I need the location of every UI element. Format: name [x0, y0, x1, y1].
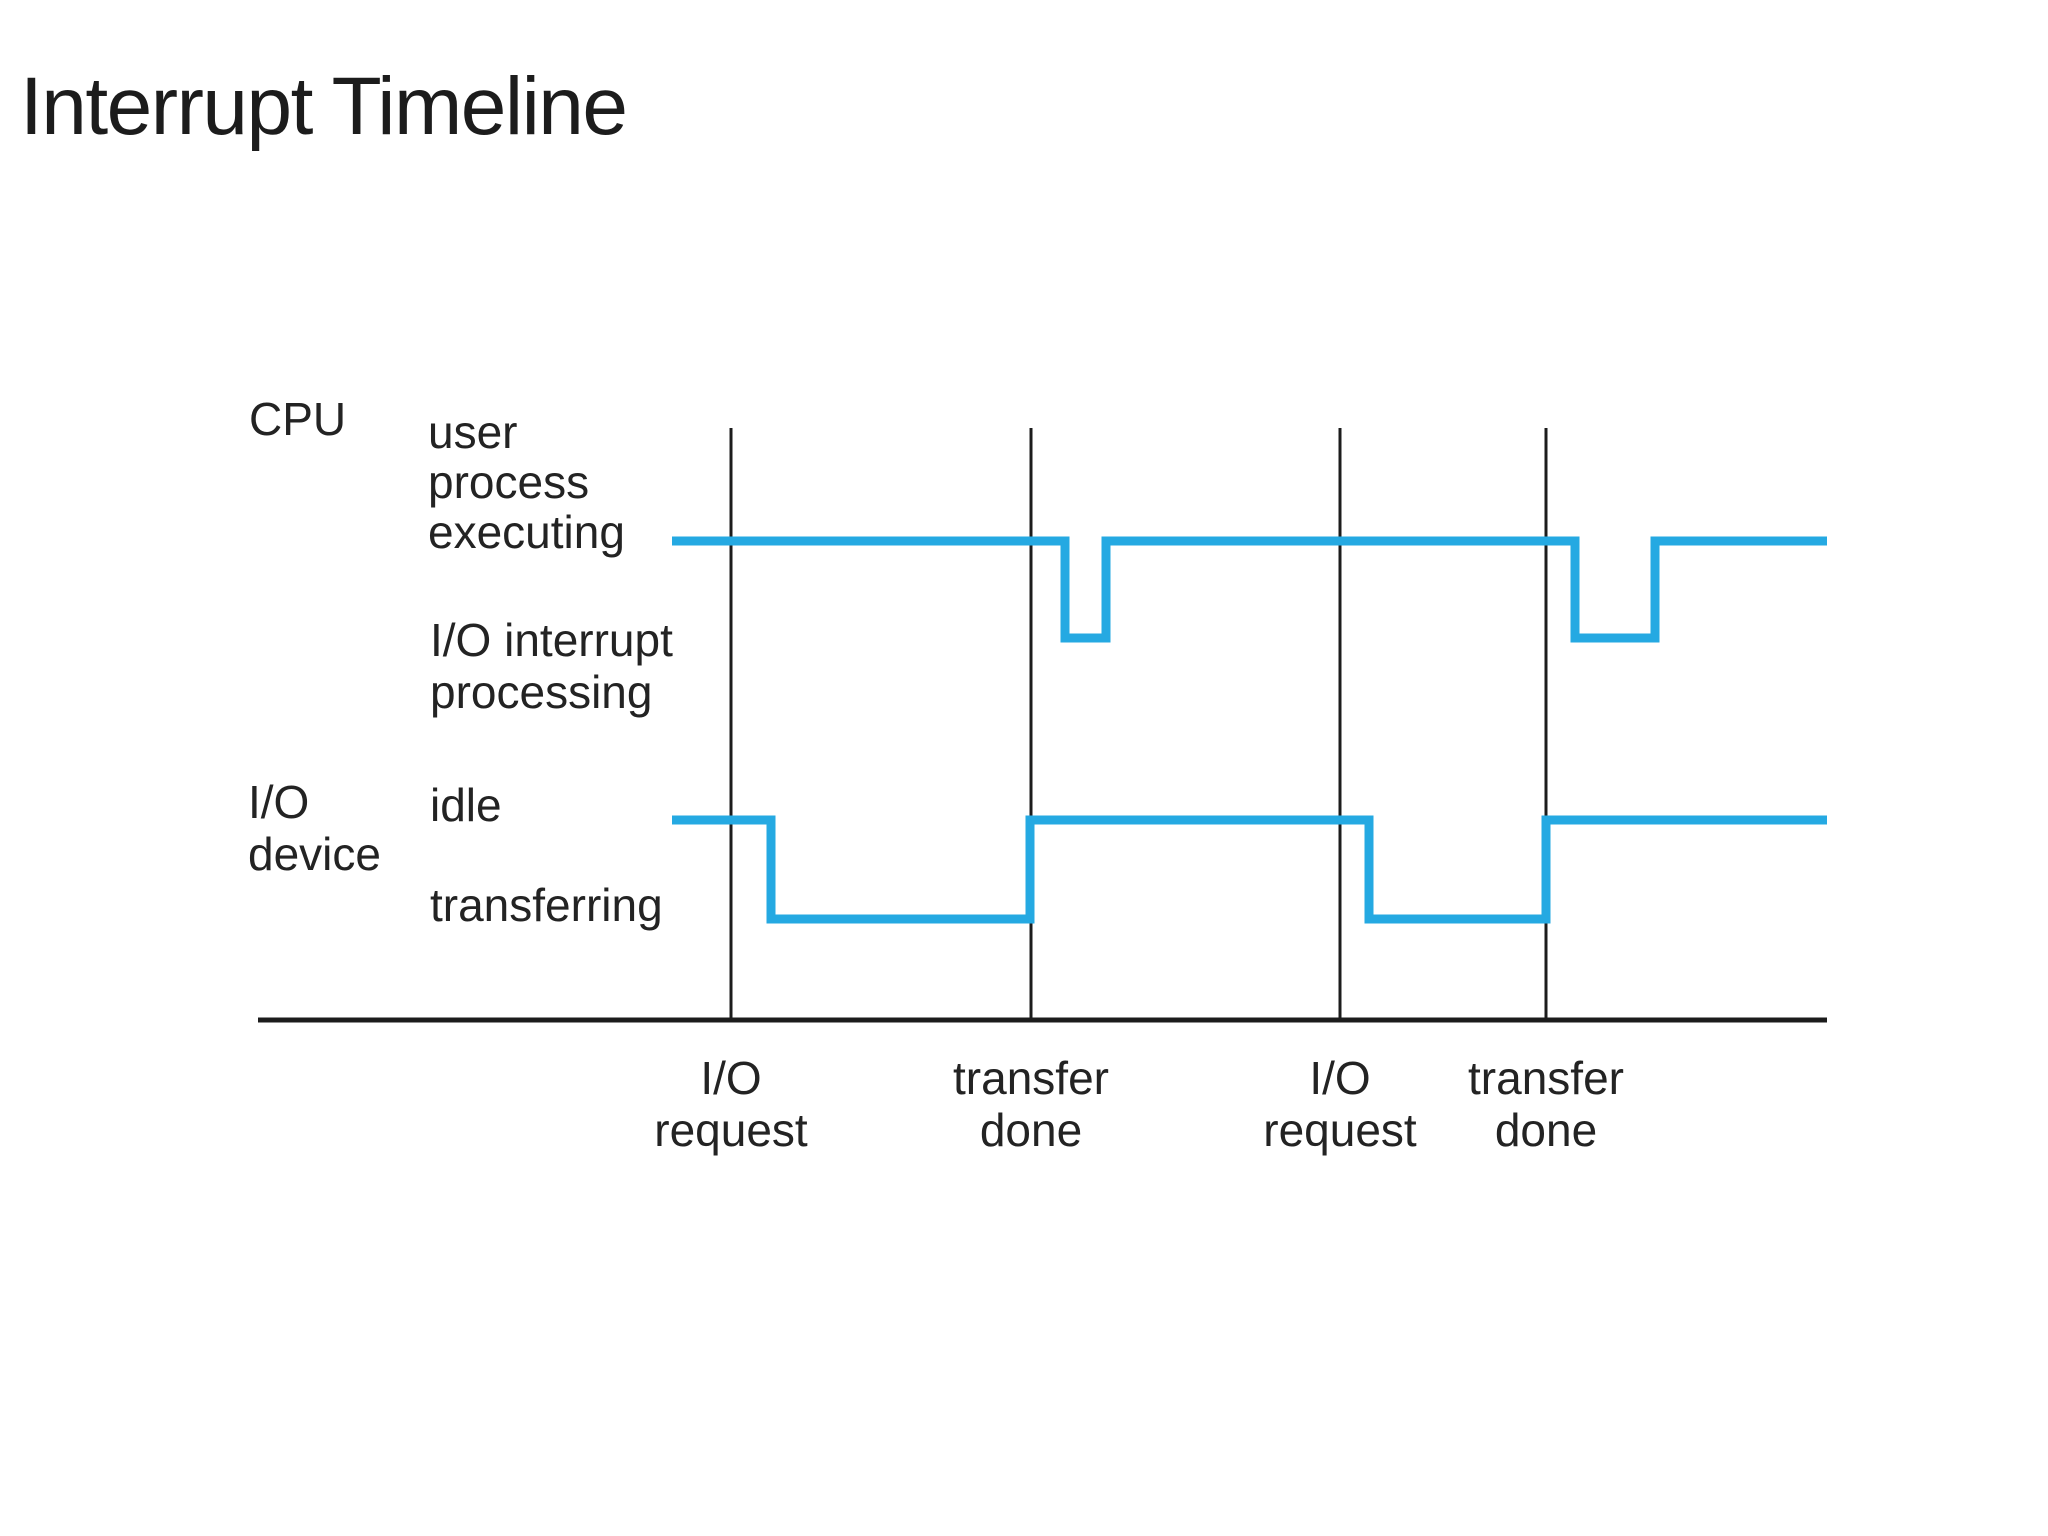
cpu-state-interrupt-label: I/O interrupt processing [430, 614, 673, 718]
cpu-row-label: CPU [249, 393, 347, 445]
axis-event-label-transfer-done-2: transfer done [1468, 1052, 1624, 1156]
axis-event-label-io-request-1: I/O request [654, 1052, 808, 1156]
axis-event-label-transfer-done-1: transfer done [953, 1052, 1109, 1156]
page-title: Interrupt Timeline [20, 61, 628, 152]
io-device-row-label: I/O device [248, 776, 381, 880]
io-state-idle-label: idle [430, 779, 502, 831]
axis-event-label-io-request-2: I/O request [1263, 1052, 1417, 1156]
cpu-state-executing-label: user process executing [428, 406, 625, 558]
io-state-transferring-label: transferring [430, 879, 663, 931]
cpu-signal-line [672, 536, 1827, 643]
io-signal-line [672, 815, 1827, 924]
